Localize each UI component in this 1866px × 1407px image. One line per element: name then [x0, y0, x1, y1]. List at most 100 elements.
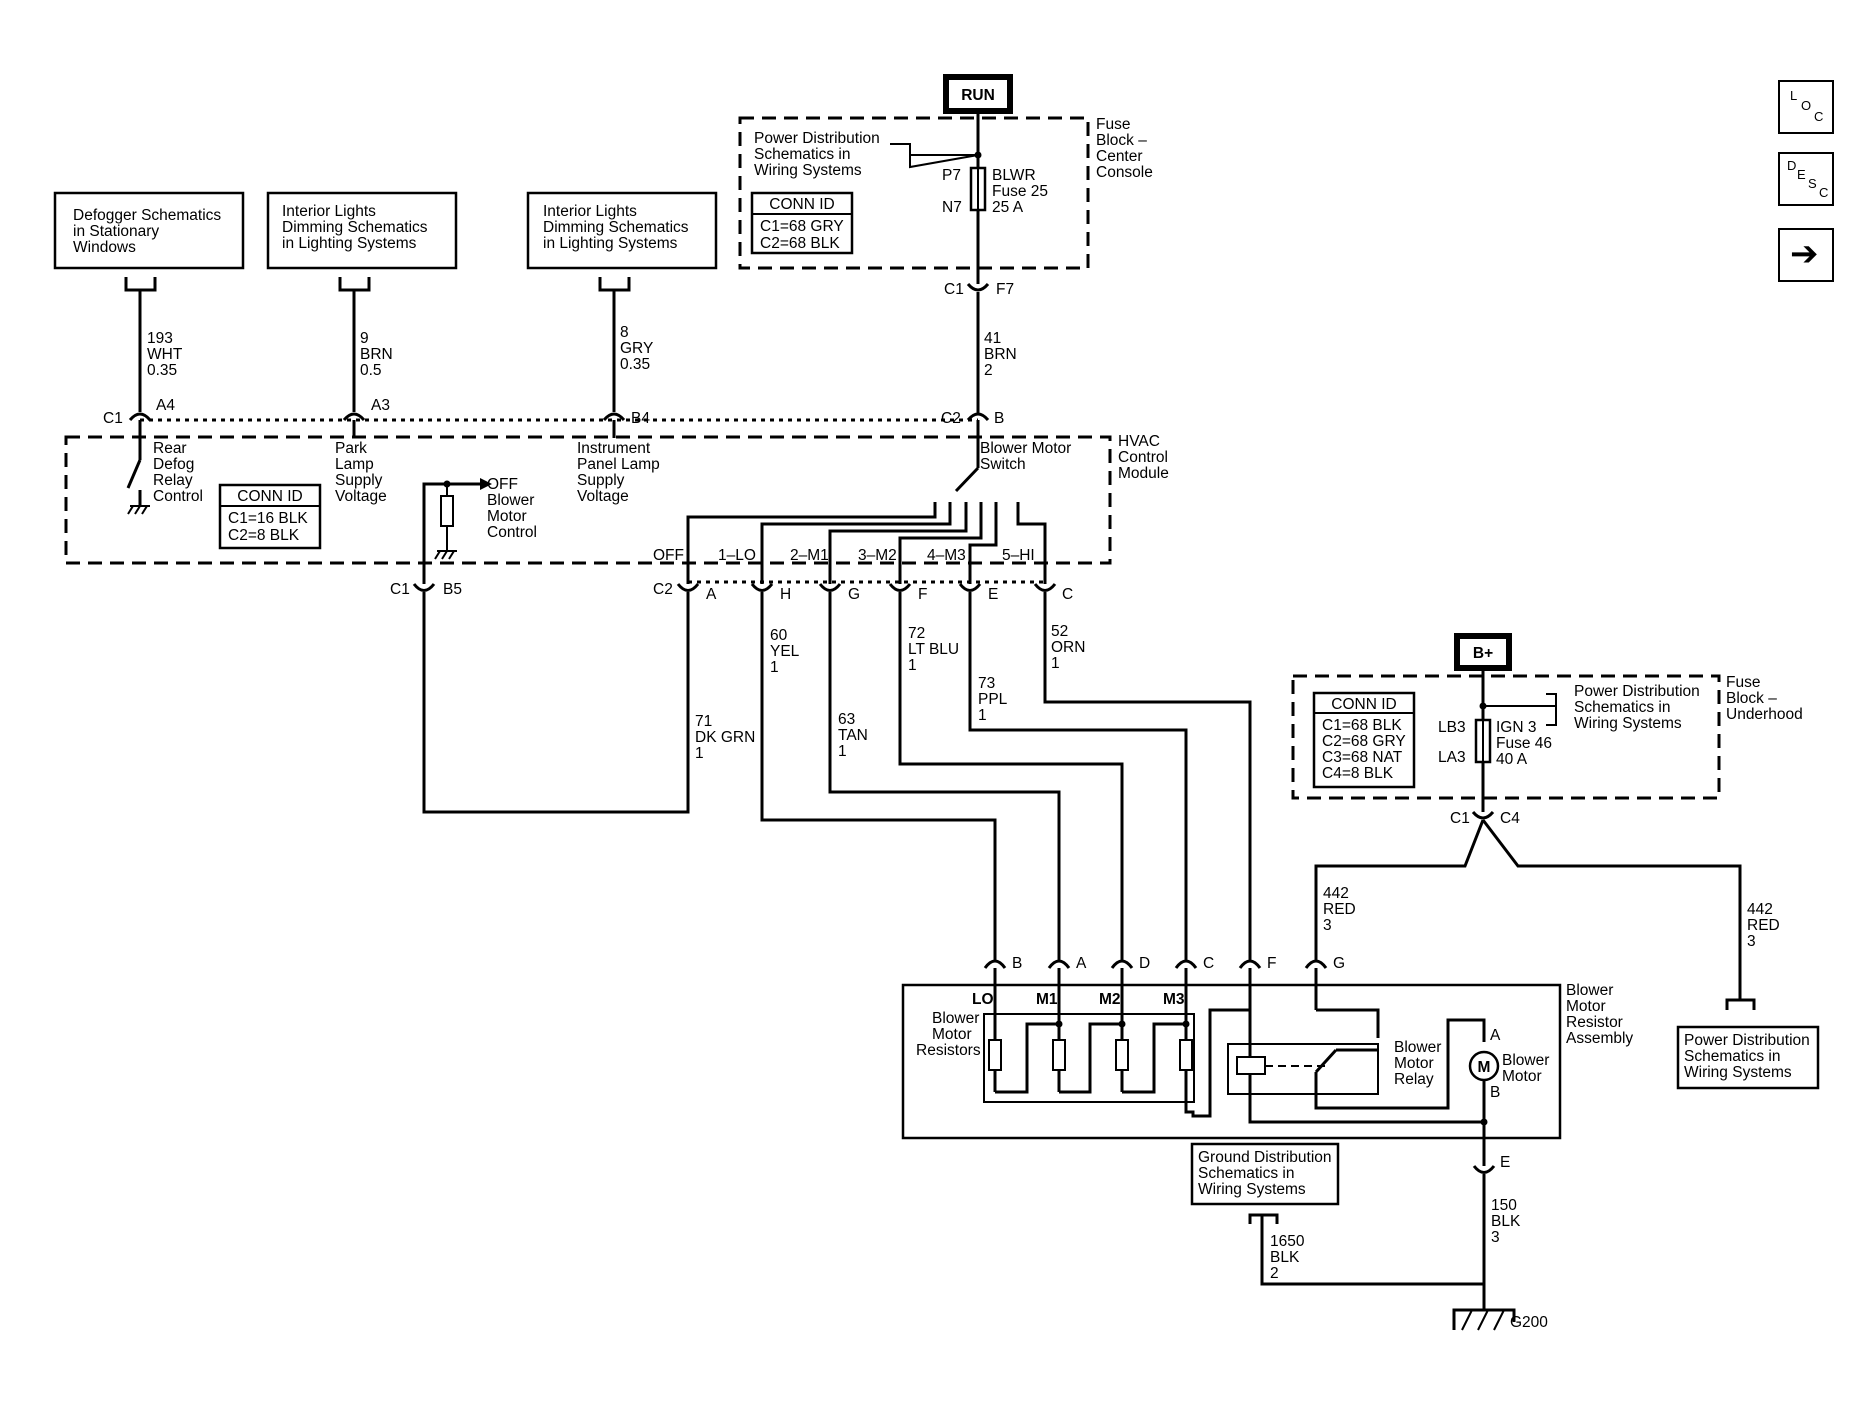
pin-c4: C4 — [1500, 810, 1520, 827]
pin-g-assembly: G — [1333, 955, 1345, 972]
rear-defog-relay-control: Rear Defog Relay Control — [153, 440, 203, 505]
pin-e: E — [988, 586, 998, 603]
blower-motor-resistors-label: Blower Motor Resistors — [916, 1010, 984, 1059]
run-label: RUN — [961, 87, 995, 104]
interior-lights-dimming-reference-1[interactable]: Interior Lights Dimming Schematics in Li… — [266, 191, 458, 270]
pin-h: H — [780, 586, 791, 603]
pin-f-assembly: F — [1267, 955, 1276, 972]
connector-c1-center: C1 — [944, 281, 964, 298]
pin-c: C — [1062, 586, 1073, 603]
pin-b5: B5 — [443, 581, 462, 598]
switch-position-lo: 1–LO — [718, 547, 756, 564]
connector-c1-hvac-bottom: C1 — [390, 581, 410, 598]
connector-c2-hvac-bottom: C2 — [653, 581, 673, 598]
pds-reference-underhood: Power Distribution Schematics in Wiring … — [1574, 683, 1704, 732]
defogger-reference[interactable]: Defogger Schematics in Stationary Window… — [53, 191, 245, 270]
svg-text:Defogger Schematics in S: Defogger Schematics in Stationary Window… — [73, 207, 226, 256]
ground-distribution-reference[interactable]: Ground Distribution Schematics in Wiring… — [1190, 1142, 1340, 1206]
wire-52-label: 52 ORN 1 — [1051, 623, 1090, 672]
wire-442-label-a: 442 RED 3 — [1323, 885, 1360, 934]
connector-c1-underhood: C1 — [1450, 810, 1470, 827]
fuse-block-underhood: Fuse Block – Underhood CONN ID C1=68 BLK… — [1291, 674, 1803, 812]
blower-motor-label: Blower Motor — [1502, 1052, 1554, 1085]
interior-lights-dimming-reference-2[interactable]: Interior Lights Dimming Schematics in Li… — [526, 191, 718, 270]
blower-motor-resistor-assembly: B A D C F G Blower Motor Resistor Assemb… — [901, 955, 1633, 1166]
off-blower-motor-control: OFF Blower Motor Control — [487, 476, 539, 541]
blwr-fuse-label: BLWR Fuse 25 25 A — [992, 167, 1052, 216]
fuse-block-center-label: Fuse Block – Center Console — [1096, 116, 1153, 181]
switch-position-m1: 2–M1 — [790, 547, 829, 564]
next-page-button[interactable]: ➔ — [1778, 228, 1834, 282]
pin-lb3: LB3 — [1438, 719, 1466, 736]
fuse-block-center-console: Fuse Block – Center Console Power Distri… — [738, 116, 1153, 284]
pin-a4: A4 — [156, 397, 175, 414]
wire-73-label: 73 PPL 1 — [978, 675, 1011, 724]
wire-442-label-b: 442 RED 3 — [1747, 901, 1784, 950]
bplus-power-source: B+ — [1454, 633, 1512, 671]
motor-pin-a: A — [1490, 1027, 1501, 1044]
wire-41-label: 41 BRN 2 — [984, 330, 1021, 379]
svg-text:Interior Lights Dimming: Interior Lights Dimming Schematics in Li… — [543, 203, 693, 252]
motor-pin-b: B — [1490, 1084, 1500, 1101]
desc-letter-s: S — [1808, 176, 1817, 191]
desc-letter-c: C — [1819, 185, 1829, 200]
wire-72 — [898, 592, 1124, 960]
tap-m1: M1 — [1036, 991, 1058, 1008]
pin-a: A — [706, 586, 717, 603]
svg-text:Power Distribution Schem: Power Distribution Schematics in Wiring … — [1684, 1032, 1814, 1081]
pin-a3: A3 — [371, 397, 390, 414]
pin-b-assembly: B — [1012, 955, 1022, 972]
description-button[interactable]: D E S C — [1778, 152, 1834, 206]
assembly-label: Blower Motor Resistor Assembly — [1566, 982, 1633, 1047]
ign3-fuse-label: IGN 3 Fuse 46 40 A — [1496, 719, 1556, 768]
run-power-source: RUN — [943, 74, 1013, 114]
blower-motor-relay-label: Blower Motor Relay — [1394, 1039, 1446, 1088]
desc-letter-d: D — [1787, 158, 1797, 173]
conn-id-list-center: C1=68 GRY C2=68 BLK — [760, 218, 848, 252]
wire-1650-label: 1650 BLK 2 — [1270, 1233, 1309, 1282]
ground-label: G200 — [1510, 1314, 1548, 1331]
underhood-conn-id-title: CONN ID — [1331, 696, 1396, 713]
pin-b4: B4 — [631, 410, 650, 427]
pds-reference-center: Power Distribution Schematics in Wiring … — [754, 130, 884, 179]
wire-73 — [968, 592, 1188, 960]
pin-n7: N7 — [942, 199, 962, 216]
wire-60-label: 60 YEL 1 — [770, 627, 803, 676]
switch-position-off: OFF — [653, 547, 684, 564]
fuse-block-underhood-label: Fuse Block – Underhood — [1726, 674, 1803, 723]
pin-e-assembly: E — [1500, 1154, 1510, 1171]
desc-letter-e: E — [1797, 167, 1806, 182]
pin-d-assembly: D — [1139, 955, 1150, 972]
wire-71 — [422, 592, 690, 814]
pin-a-assembly: A — [1076, 955, 1087, 972]
pin-p7: P7 — [942, 167, 961, 184]
blower-motor-switch-label: Blower Motor Switch — [980, 440, 1076, 473]
pin-c-assembly: C — [1203, 955, 1214, 972]
park-lamp-supply-voltage: Park Lamp Supply Voltage — [335, 440, 387, 505]
arrow-right-icon: ➔ — [1790, 235, 1819, 273]
svg-text:Interior Lights Dimming: Interior Lights Dimming Schematics in Li… — [282, 203, 432, 252]
pin-g: G — [848, 586, 860, 603]
wire-71-label: 71 DK GRN 1 — [695, 713, 760, 762]
hvac-label: HVAC Control Module — [1118, 433, 1172, 482]
conn-id-list-hvac: C1=16 BLK C2=8 BLK — [228, 510, 312, 544]
pds-reference-right[interactable]: Power Distribution Schematics in Wiring … — [1676, 1025, 1820, 1090]
wire-52 — [1043, 592, 1252, 960]
conn-id-list-underhood: C1=68 BLK C2=68 GRY C3=68 NAT C4=8 BLK — [1322, 717, 1410, 782]
instrument-panel-lamp-supply-voltage: Instrument Panel Lamp Supply Voltage — [577, 440, 664, 505]
wire-150-label: 150 BLK 3 — [1491, 1197, 1525, 1246]
hvac-conn-id-title: CONN ID — [237, 488, 302, 505]
loc-letter-o: O — [1801, 98, 1812, 113]
wire-63 — [828, 592, 1061, 960]
loc-letter-c: C — [1814, 109, 1824, 124]
bplus-label: B+ — [1473, 645, 1493, 662]
conn-id-title: CONN ID — [769, 196, 834, 213]
pin-f: F — [918, 586, 927, 603]
location-button[interactable]: L O C — [1778, 80, 1834, 134]
wire-60 — [760, 592, 997, 960]
connector-c2-hvac-top: C2 — [941, 410, 961, 427]
tap-lo: LO — [972, 991, 994, 1008]
wire-193-label: 193 WHT 0.35 — [147, 330, 186, 379]
switch-position-hi: 5–HI — [1002, 547, 1035, 564]
ground-g200: G200 — [1452, 1308, 1548, 1331]
